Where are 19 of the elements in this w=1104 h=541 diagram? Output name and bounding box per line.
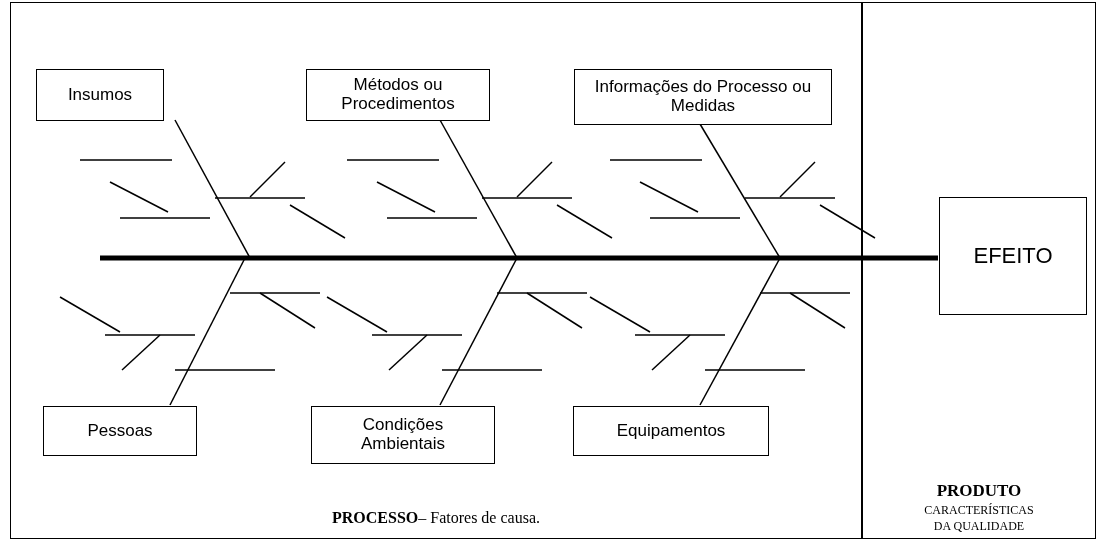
bone-line	[439, 257, 518, 406]
category-box: EFEITO	[939, 197, 1087, 315]
panel-subheading: CARACTERÍSTICAS DA QUALIDADE	[923, 501, 1035, 534]
category-box: Métodos ou Procedimentos	[306, 69, 490, 121]
panel-heading: PRODUTO	[936, 480, 1022, 502]
bone-line	[699, 257, 781, 406]
category-box: Insumos	[36, 69, 164, 121]
panel-frame	[862, 2, 1096, 539]
bone-line	[699, 123, 781, 259]
panel-heading: PROCESSO– Fatores de causa.	[332, 508, 540, 528]
category-box: Pessoas	[43, 406, 197, 456]
category-box: Condições Ambientais	[311, 406, 495, 464]
bone-line	[439, 119, 518, 259]
bone-line	[169, 257, 246, 406]
bone-line	[174, 119, 251, 259]
category-box: Equipamentos	[573, 406, 769, 456]
category-box: Informações do Processo ou Medidas	[574, 69, 832, 125]
panel-frame	[10, 2, 862, 539]
spine-line	[100, 255, 938, 261]
